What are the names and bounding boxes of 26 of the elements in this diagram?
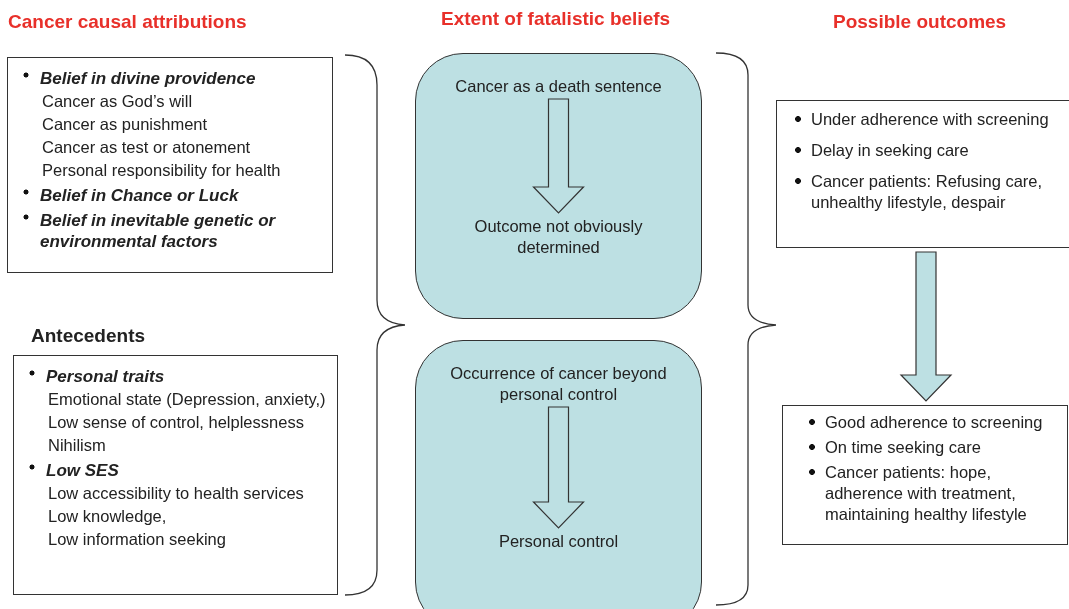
box-text: Personal control bbox=[436, 531, 681, 552]
text-box bbox=[776, 100, 1069, 248]
list-item: Low information seeking bbox=[47, 529, 227, 550]
section-heading: Antecedents bbox=[30, 325, 147, 348]
list-item: Low knowledge, bbox=[47, 506, 168, 527]
list-item: Personal responsibility for health bbox=[41, 160, 282, 181]
column-heading: Cancer causal attributions bbox=[8, 11, 247, 33]
block-arrow bbox=[899, 251, 953, 402]
list-item: Cancer as punishment bbox=[41, 114, 209, 135]
box-text: Occurrence of cancer beyond personal control bbox=[436, 363, 681, 405]
box-text: Cancer as a death sentence bbox=[436, 76, 681, 97]
list-item: Cancer as God’s will bbox=[41, 91, 194, 112]
rounded-box bbox=[415, 340, 702, 609]
box-text: Outcome not obviously determined bbox=[436, 216, 681, 258]
list-item: Low accessibility to health services bbox=[47, 483, 305, 504]
list-item: Nihilism bbox=[47, 435, 107, 456]
column-heading: Possible outcomes bbox=[833, 11, 1007, 33]
rounded-box bbox=[415, 53, 702, 319]
list-item: Emotional state (Depression, anxiety,) bbox=[47, 389, 327, 410]
column-heading: Extent of fatalistic beliefs bbox=[441, 8, 671, 30]
block-arrow bbox=[532, 98, 585, 214]
list-item: Cancer as test or atonement bbox=[41, 137, 252, 158]
block-arrow bbox=[532, 406, 585, 529]
text-box bbox=[782, 405, 1068, 545]
list-item: Low sense of control, helplessness bbox=[47, 412, 305, 433]
text-box bbox=[7, 57, 333, 273]
